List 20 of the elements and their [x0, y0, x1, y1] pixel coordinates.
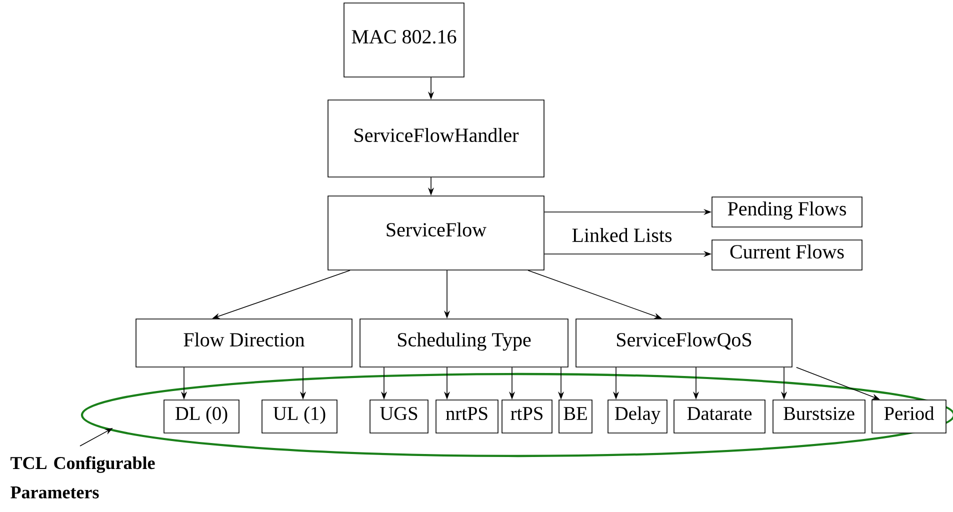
box: rtPS: [502, 400, 552, 434]
box: Pending Flows: [712, 196, 862, 228]
box: Flow Direction: [136, 318, 352, 368]
box: nrtPS: [436, 400, 498, 434]
annotation-text: TCL Configurable Parameters: [10, 456, 155, 498]
box: Scheduling Type: [360, 318, 568, 368]
box: BE: [558, 400, 592, 434]
box: MAC 802.16: [344, 2, 464, 78]
box: ServiceFlowQoS: [576, 318, 792, 368]
box: DL (0): [164, 400, 240, 434]
box: Datarate: [674, 400, 766, 434]
box: ServiceFlowHandler: [328, 100, 544, 178]
box: ServiceFlow: [328, 196, 544, 270]
box: Burstsize: [772, 400, 866, 434]
box: Period: [872, 400, 946, 434]
box: UL (1): [262, 400, 338, 434]
label-text: Linked Lists: [572, 228, 672, 242]
box: UGS: [370, 400, 428, 434]
box: Delay: [608, 400, 668, 434]
box: Current Flows: [712, 240, 862, 270]
